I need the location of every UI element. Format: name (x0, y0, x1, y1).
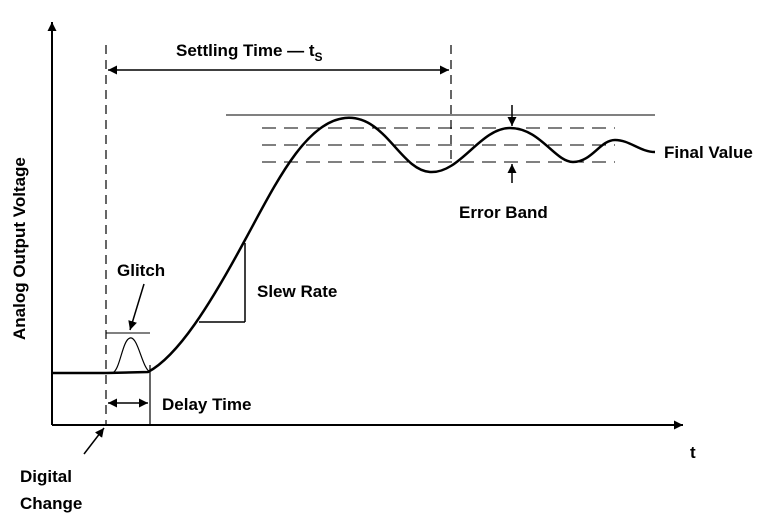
error-band-label: Error Band (459, 203, 548, 222)
x-axis-label: t (690, 443, 696, 462)
glitch-label: Glitch (117, 261, 165, 280)
glitch-curve (111, 337, 151, 374)
digital-change-label-line1: Digital (20, 467, 72, 486)
y-axis-label: Analog Output Voltage (10, 157, 29, 340)
digital-change-arrow (83, 427, 105, 455)
digital-change-label-line2: Change (20, 494, 82, 513)
final-value-label: Final Value (664, 143, 753, 162)
delay-time-label: Delay Time (162, 395, 251, 414)
settling-time-label: Settling Time — tS (176, 41, 323, 64)
glitch-pointer (128, 283, 145, 331)
output-response-curve (52, 116, 656, 375)
slew-rate-label: Slew Rate (257, 282, 337, 301)
